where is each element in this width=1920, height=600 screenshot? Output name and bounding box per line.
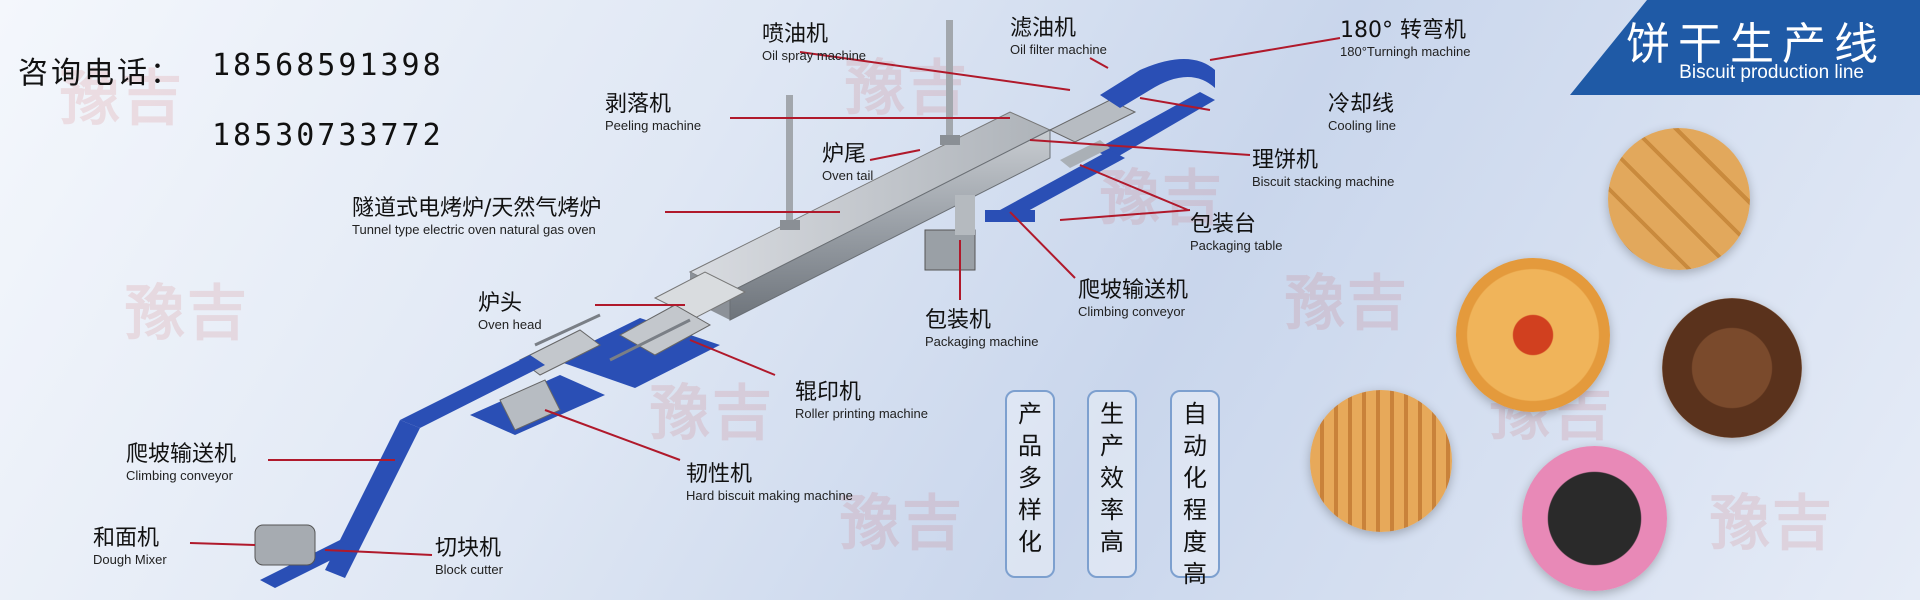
label-zh: 爬坡输送机: [126, 442, 237, 467]
label-en: Biscuit stacking machine: [1252, 174, 1395, 189]
label-zh: 和面机: [93, 526, 160, 551]
watermark: 豫吉: [125, 279, 249, 349]
label-oil-spray: 喷油机 Oil spray machine: [762, 16, 866, 63]
watermark: 豫吉: [650, 379, 774, 449]
feature-box: 自动化程度高: [1170, 390, 1220, 588]
label-stacking: 理饼机 Biscuit stacking machine: [1252, 142, 1394, 189]
label-zh: 隧道式电烤炉/天然气烤炉: [352, 196, 602, 221]
label-zh: 剥落机: [605, 92, 672, 117]
hotline-label: 咨询电话：: [18, 56, 183, 91]
label-zh: 180° 转弯机: [1340, 18, 1466, 43]
label-cooling: 冷却线 Cooling line: [1328, 86, 1396, 133]
label-zh: 爬坡输送机: [1078, 278, 1189, 303]
badge-title: 饼干生产线: [1626, 19, 1886, 70]
label-en: Peeling machine: [605, 118, 702, 133]
label-dough-mixer: 和面机 Dough Mixer: [93, 520, 167, 567]
label-en: Hard biscuit making machine: [686, 488, 853, 503]
label-oven-tail: 炉尾 Oven tail: [822, 136, 873, 183]
feature-text: 生产效率高: [1100, 400, 1124, 556]
label-en: Roller printing machine: [795, 406, 928, 421]
label-en: Cooling line: [1328, 118, 1396, 133]
label-hard-biscuit: 韧性机 Hard biscuit making machine: [686, 456, 853, 503]
biscuit-photo-wavy: [1310, 390, 1452, 532]
label-en: Oil filter machine: [1010, 42, 1107, 57]
biscuit-photo-jam: [1456, 258, 1610, 412]
label-zh: 包装机: [925, 308, 992, 333]
label-roller-printing: 辊印机 Roller printing machine: [795, 374, 928, 421]
label-zh: 冷却线: [1328, 92, 1395, 117]
label-zh: 喷油机: [762, 22, 829, 47]
label-zh: 辊印机: [795, 380, 862, 405]
label-en: Oven tail: [822, 168, 874, 183]
label-en: Packaging table: [1190, 238, 1283, 253]
label-packaging-table: 包装台 Packaging table: [1190, 206, 1283, 253]
watermark: 豫吉: [1710, 489, 1834, 559]
biscuit-photo-chocolate: [1662, 298, 1802, 438]
phone-1: 18568591398: [212, 48, 444, 83]
label-block-cutter: 切块机 Block cutter: [435, 530, 503, 577]
feature-box: 生产效率高: [1087, 390, 1137, 578]
label-zh: 切块机: [435, 536, 502, 561]
feature-text: 自动化程度高: [1183, 400, 1207, 588]
label-en: Packaging machine: [925, 334, 1039, 349]
feature-text: 产品多样化: [1018, 400, 1042, 556]
label-zh: 炉尾: [822, 142, 867, 167]
phone-2: 18530733772: [212, 118, 444, 153]
watermark: 豫吉: [1285, 269, 1409, 339]
label-peeling: 剥落机 Peeling machine: [605, 86, 701, 133]
label-zh: 包装台: [1190, 212, 1257, 237]
label-en: Oven head: [478, 317, 542, 332]
label-en: Tunnel type electric oven natural gas ov…: [352, 222, 596, 237]
feature-box: 产品多样化: [1005, 390, 1055, 578]
label-zh: 炉头: [478, 291, 523, 316]
label-oil-filter: 滤油机 Oil filter machine: [1010, 10, 1107, 57]
biscuit-photo-sandwich: [1522, 446, 1667, 591]
label-turning: 180° 转弯机 180°Turningh machine: [1340, 12, 1470, 59]
label-oven-head: 炉头 Oven head: [478, 285, 542, 332]
contact-label: 咨询电话：: [18, 48, 183, 92]
label-en: Climbing conveyor: [1078, 304, 1185, 319]
watermark: 豫吉: [840, 489, 964, 559]
label-en: Oil spray machine: [762, 48, 867, 63]
watermark: 豫吉: [60, 64, 184, 134]
label-climbing-conveyor-right: 爬坡输送机 Climbing conveyor: [1078, 272, 1188, 319]
badge-subtitle: Biscuit production line: [1679, 62, 1864, 83]
label-packaging-machine: 包装机 Packaging machine: [925, 302, 1038, 349]
label-en: Climbing conveyor: [126, 468, 233, 483]
label-zh: 理饼机: [1252, 148, 1319, 173]
label-en: 180°Turningh machine: [1340, 44, 1471, 59]
label-tunnel-oven: 隧道式电烤炉/天然气烤炉 Tunnel type electric oven n…: [352, 190, 601, 237]
label-climbing-conveyor-left: 爬坡输送机 Climbing conveyor: [126, 436, 236, 483]
biscuit-photo-square: [1608, 128, 1750, 270]
label-en: Block cutter: [435, 562, 503, 577]
label-zh: 韧性机: [686, 462, 753, 487]
label-zh: 滤油机: [1010, 16, 1077, 41]
label-en: Dough Mixer: [93, 552, 167, 567]
